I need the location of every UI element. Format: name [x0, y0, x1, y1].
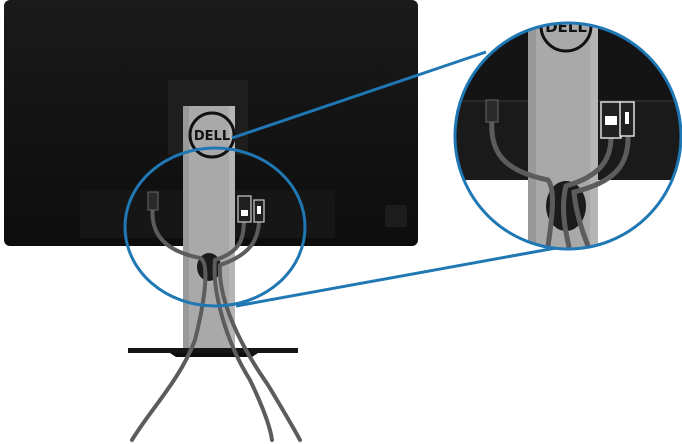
- zoom-power-cable: [489, 115, 555, 249]
- displayport-connector-latch: [241, 210, 248, 216]
- power-cable: [130, 203, 208, 442]
- dell-logo-ring: [188, 111, 236, 159]
- zoom-usb-symbol: [625, 112, 629, 124]
- usb-connector-symbol: [257, 206, 261, 214]
- displayport-cable: [212, 216, 274, 442]
- usb-cable: [217, 220, 302, 442]
- connectors-main: [147, 191, 265, 223]
- cables-main: [130, 203, 302, 442]
- stand-base-shadow: [170, 353, 258, 357]
- zoom-dell-logo-text: DELL: [545, 18, 587, 36]
- zoom-displayport-latch: [605, 116, 617, 125]
- zoom-displayport-cable: [561, 131, 614, 249]
- zoom-stand-edge-left: [528, 23, 536, 249]
- callout-ring-main: [123, 146, 307, 308]
- vesa-cover: [385, 205, 407, 227]
- zoom-power-connector: [485, 99, 499, 123]
- callout-line-upper: [231, 50, 487, 140]
- stand-edge-left: [183, 106, 189, 351]
- callout-line-lower: [235, 246, 557, 308]
- zoom-stand-edge-right: [590, 23, 598, 249]
- displayport-connector: [237, 195, 252, 223]
- zoom-usb-cable: [571, 135, 631, 249]
- zoom-cables: [489, 115, 631, 249]
- stand-edge-right: [229, 106, 235, 351]
- callout-ring-zoom: [453, 21, 682, 251]
- dell-logo-text: DELL: [194, 129, 230, 144]
- callout-lines: [231, 50, 557, 308]
- power-connector: [147, 191, 159, 211]
- stand-base: [128, 348, 298, 353]
- zoom-detail: DELL: [453, 18, 682, 251]
- dell-logo: DELL: [188, 111, 236, 159]
